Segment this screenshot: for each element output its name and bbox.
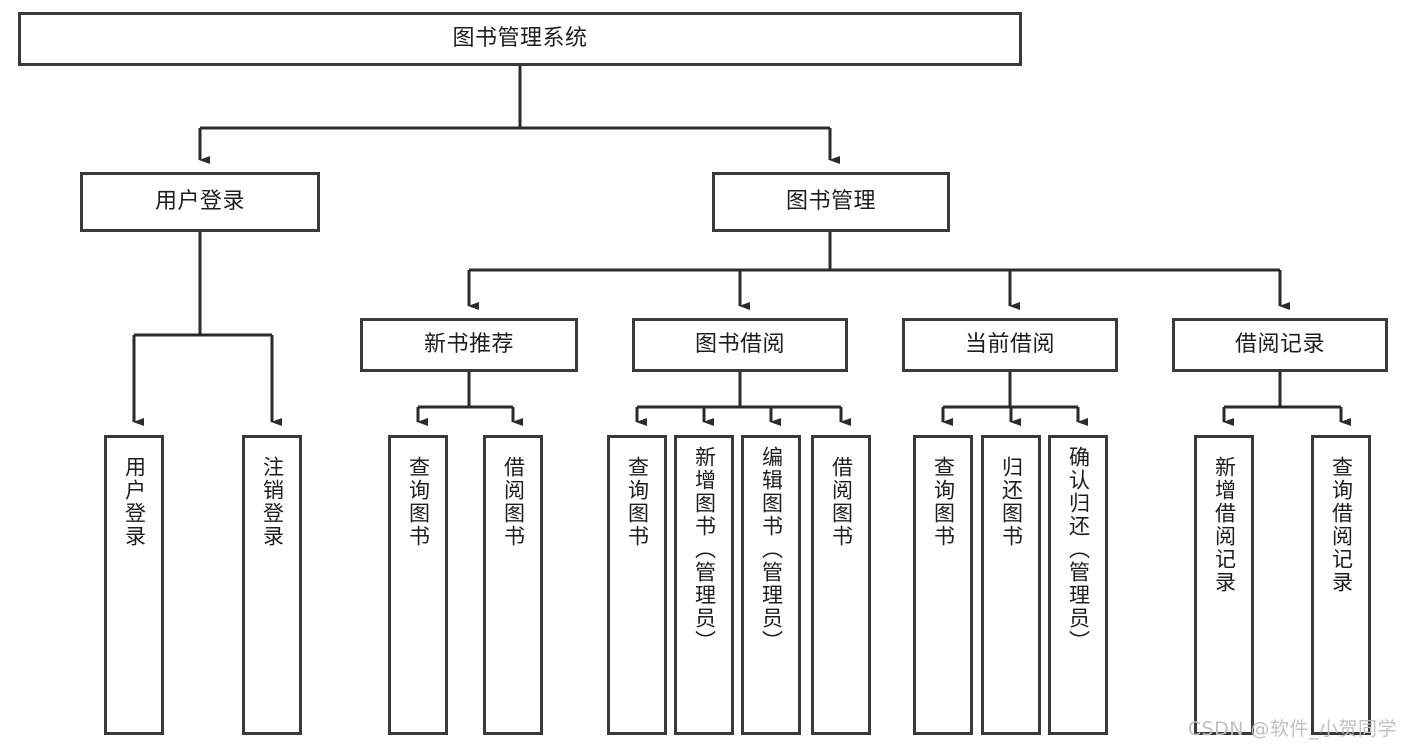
node-label: 编辑图书（管理员） — [759, 446, 784, 653]
node-user-login[interactable]: 用户登录 — [80, 172, 320, 232]
node-label: 归还图书 — [999, 456, 1024, 548]
node-label: 当前借阅 — [964, 332, 1055, 358]
node-book-management[interactable]: 图书管理 — [712, 172, 950, 232]
node-label: 查询图书 — [625, 456, 650, 548]
node-label: 查询借阅记录 — [1329, 456, 1354, 594]
node-label: 查询图书 — [931, 456, 956, 548]
leaf-recommend-query-book[interactable]: 查询图书 — [388, 435, 448, 735]
node-label: 用户登录 — [154, 189, 245, 215]
leaf-user-login[interactable]: 用户登录 — [104, 435, 164, 735]
leaf-recommend-borrow-book[interactable]: 借阅图书 — [483, 435, 543, 735]
leaf-borrow-add-book-admin[interactable]: 新增图书（管理员） — [674, 435, 734, 735]
node-label: 注销登录 — [260, 456, 285, 548]
leaf-borrow-edit-book-admin[interactable]: 编辑图书（管理员） — [741, 435, 801, 735]
node-book-borrowing[interactable]: 图书借阅 — [632, 318, 848, 372]
leaf-current-query-book[interactable]: 查询图书 — [913, 435, 973, 735]
node-borrow-records[interactable]: 借阅记录 — [1172, 318, 1388, 372]
node-label: 图书借阅 — [694, 332, 785, 358]
node-label: 新书推荐 — [423, 332, 514, 358]
node-label: 新增图书（管理员） — [692, 446, 717, 653]
node-new-book-recommendation[interactable]: 新书推荐 — [360, 318, 578, 372]
leaf-user-logout[interactable]: 注销登录 — [242, 435, 302, 735]
node-label: 新增借阅记录 — [1212, 456, 1237, 594]
leaf-current-return-book[interactable]: 归还图书 — [981, 435, 1041, 735]
node-label: 确认归还（管理员） — [1066, 446, 1091, 653]
node-current-borrowing[interactable]: 当前借阅 — [902, 318, 1118, 372]
node-label: 用户登录 — [122, 456, 147, 548]
node-label: 查询图书 — [406, 456, 431, 548]
leaf-borrow-query-book[interactable]: 查询图书 — [607, 435, 667, 735]
leaf-record-add-borrow-record[interactable]: 新增借阅记录 — [1194, 435, 1254, 735]
node-label: 借阅记录 — [1234, 332, 1325, 358]
leaf-current-confirm-return-admin[interactable]: 确认归还（管理员） — [1048, 435, 1108, 735]
node-label: 图书管理 — [785, 189, 876, 215]
node-label: 借阅图书 — [829, 456, 854, 548]
node-label: 借阅图书 — [501, 456, 526, 548]
watermark: CSDN @软件_小贺同学 — [1187, 718, 1397, 740]
node-root-system[interactable]: 图书管理系统 — [18, 12, 1022, 66]
leaf-borrow-borrow-book[interactable]: 借阅图书 — [811, 435, 871, 735]
leaf-record-query-borrow-record[interactable]: 查询借阅记录 — [1311, 435, 1371, 735]
node-label: 图书管理系统 — [452, 26, 588, 52]
